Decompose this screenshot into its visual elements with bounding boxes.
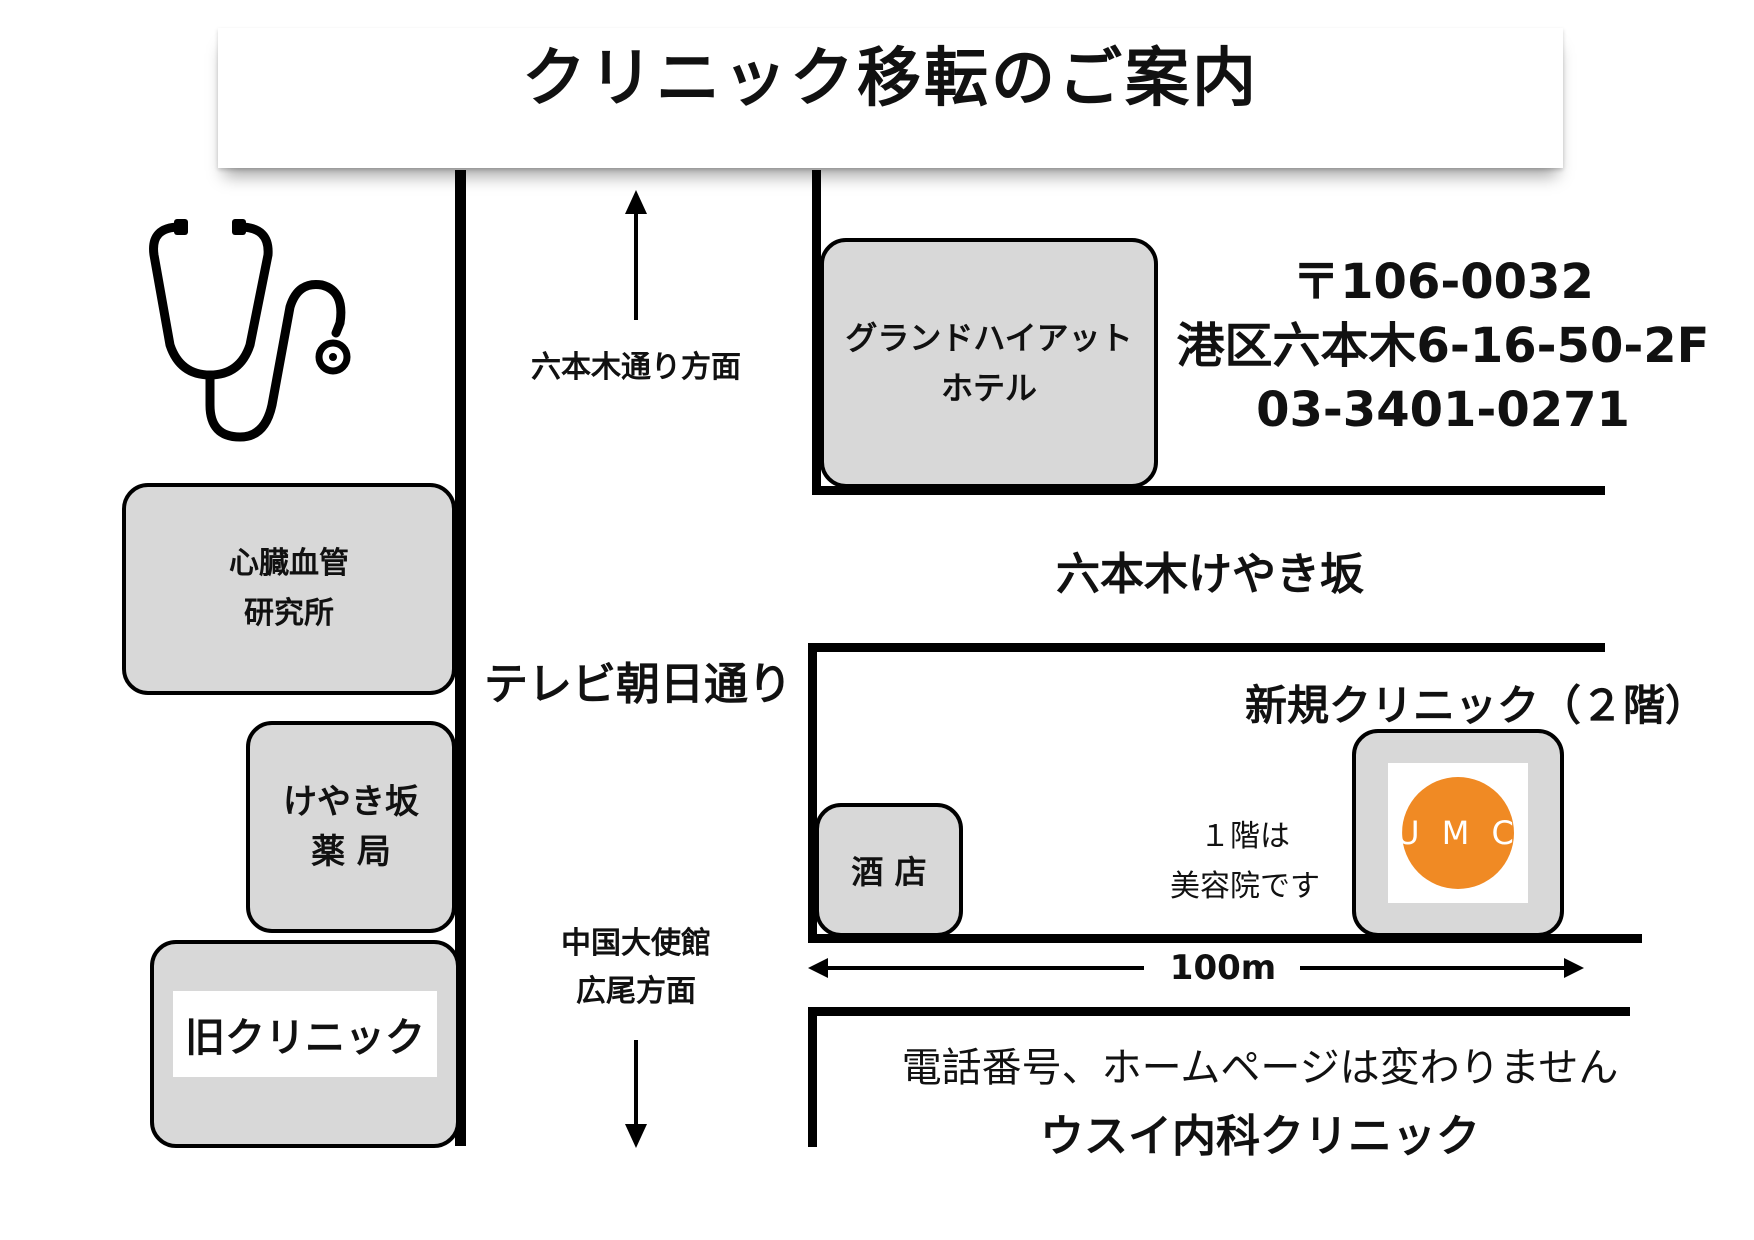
block-lower-left-edge bbox=[808, 1007, 817, 1147]
address-block: 〒106-0032 港区六本木6-16-50-2F 03-3401-0271 bbox=[1168, 250, 1718, 442]
toward-roppongi-label: 六本木通り方面 bbox=[531, 350, 741, 385]
grand-hyatt-building: グランドハイアット ホテル bbox=[820, 238, 1158, 488]
heart-institute-line2: 研究所 bbox=[244, 596, 334, 631]
umc-logo-text: U M C bbox=[1396, 814, 1520, 852]
clinic-name: ウスイ内科クリニック bbox=[1040, 1111, 1480, 1162]
grand-hyatt-line2: ホテル bbox=[940, 369, 1037, 407]
tv-asahi-road-label: テレビ朝日通り bbox=[484, 659, 792, 710]
block-middle-bottom-edge bbox=[808, 934, 1642, 943]
new-clinic-building: U M C bbox=[1352, 729, 1564, 937]
keyakizaka-top-edge bbox=[812, 486, 1605, 495]
distance-line-left bbox=[826, 966, 1144, 970]
keyakizaka-bottom-edge bbox=[808, 643, 1605, 652]
pharmacy-line2: 薬 局 bbox=[311, 832, 391, 872]
floor1-note: １階は 美容院です bbox=[1155, 812, 1335, 912]
new-clinic-label: 新規クリニック（２階） bbox=[1245, 681, 1708, 730]
toward-hiroo-line1: 中国大使館 bbox=[561, 926, 711, 961]
block-upper-left-edge bbox=[812, 170, 821, 495]
distance-label: 100m bbox=[1169, 948, 1277, 988]
grand-hyatt-line1: グランドハイアット bbox=[845, 319, 1133, 357]
arrow-up-icon bbox=[625, 190, 647, 214]
floor1-note-line2: 美容院です bbox=[1170, 869, 1320, 904]
postal-code: 〒106-0032 bbox=[1292, 254, 1594, 310]
pharmacy-building: けやき坂 薬 局 bbox=[246, 721, 456, 933]
arrow-up-shaft bbox=[634, 212, 638, 320]
heart-institute-building: 心臓血管 研究所 bbox=[122, 483, 456, 695]
old-clinic-label: 旧クリニック bbox=[185, 1015, 425, 1061]
distance-line-right bbox=[1300, 966, 1566, 970]
notice-text: 電話番号、ホームページは変わりません bbox=[901, 1045, 1619, 1091]
street-address: 港区六本木6-16-50-2F bbox=[1176, 318, 1710, 374]
title-banner: クリニック移転のご案内 bbox=[218, 28, 1563, 168]
arrow-down-icon bbox=[625, 1124, 647, 1148]
keyakizaka-road-label: 六本木けやき坂 bbox=[1056, 549, 1364, 600]
liquor-store-building: 酒 店 bbox=[815, 803, 963, 937]
distance-arrow-left-icon bbox=[808, 958, 828, 978]
pharmacy-line1: けやき坂 bbox=[283, 782, 419, 822]
phone-number: 03-3401-0271 bbox=[1256, 382, 1630, 438]
old-clinic-label-box: 旧クリニック bbox=[173, 991, 437, 1077]
distance-arrow-right-icon bbox=[1564, 958, 1584, 978]
floor1-note-line1: １階は bbox=[1200, 819, 1290, 854]
liquor-store-label: 酒 店 bbox=[851, 853, 927, 891]
arrow-down-shaft bbox=[634, 1040, 638, 1140]
toward-hiroo-line2: 広尾方面 bbox=[576, 974, 696, 1009]
umc-logo: U M C bbox=[1388, 763, 1528, 903]
umc-logo-circle: U M C bbox=[1396, 777, 1514, 889]
block-lower-top-edge bbox=[808, 1007, 1630, 1016]
heart-institute-line1: 心臓血管 bbox=[229, 546, 349, 581]
tv-asahi-road-left-edge bbox=[455, 170, 466, 1146]
stethoscope-icon bbox=[149, 219, 351, 442]
page-title: クリニック移転のご案内 bbox=[522, 42, 1259, 116]
old-clinic-building: 旧クリニック bbox=[150, 940, 460, 1148]
block-middle-left-edge bbox=[808, 643, 817, 943]
